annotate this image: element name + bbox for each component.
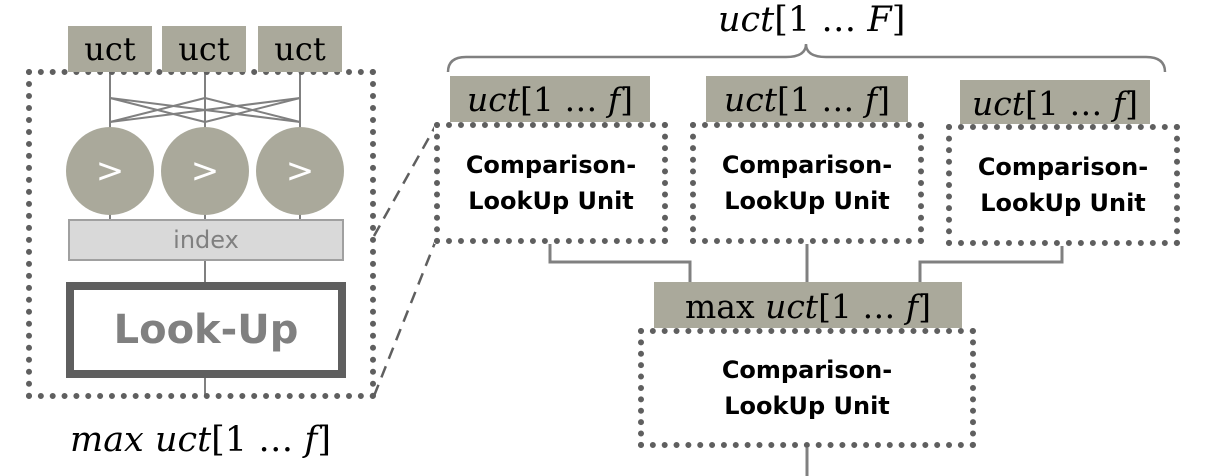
left-output-end-var: f xyxy=(304,420,318,460)
unit-input-1-close: ] xyxy=(620,80,633,119)
unit-input-2-close: ] xyxy=(877,80,890,119)
unit-input-1-var: uct xyxy=(467,80,521,119)
unit-2-line1: Comparison- xyxy=(721,151,893,179)
input-tag-1-text: uct xyxy=(84,30,136,68)
merge-tag-prefix: max xyxy=(684,286,755,326)
comparator-1: > xyxy=(66,127,154,215)
comparator-1-symbol: > xyxy=(95,151,125,191)
unit-input-2-end-var: f xyxy=(864,80,878,119)
merge-tag-var: uct xyxy=(765,286,819,326)
input-tag-2: uct xyxy=(162,26,246,72)
comparator-2-symbol: > xyxy=(190,151,220,191)
unit-input-3-close: ] xyxy=(1125,84,1138,123)
input-tag-2-text: uct xyxy=(178,30,230,68)
input-tag-1: uct xyxy=(68,26,152,72)
unit-2-line2: LookUp Unit xyxy=(724,187,890,215)
input-tag-3-text: uct xyxy=(274,30,326,68)
unit-input-2-range: [1 … xyxy=(777,80,865,119)
comparison-lookup-unit-2: Comparison- LookUp Unit xyxy=(690,122,924,244)
unit-input-tag-1: uct[1 … f] xyxy=(450,76,650,123)
unit-input-tag-3: uct[1 … f] xyxy=(960,80,1150,127)
top-bracket-close: ] xyxy=(891,0,906,40)
zoomed-unit-box xyxy=(26,69,376,399)
unit-3-line2: LookUp Unit xyxy=(980,189,1146,217)
final-unit-line2: LookUp Unit xyxy=(724,392,890,420)
top-bracket-var: uct xyxy=(718,0,775,40)
left-output-label: max uct[1 … f] xyxy=(70,423,331,458)
unit-input-1-end-var: f xyxy=(607,80,621,119)
merge-tag-close: ] xyxy=(918,286,932,326)
unit-1-line2: LookUp Unit xyxy=(468,187,634,215)
lookup-label: Look-Up xyxy=(113,307,299,353)
left-output-var: uct xyxy=(154,420,212,460)
index-bar: index xyxy=(68,219,344,261)
comparator-3: > xyxy=(256,127,344,215)
top-bracket-end-var: F xyxy=(867,0,892,40)
merge-tag-end-var: f xyxy=(905,286,919,326)
comparator-2: > xyxy=(161,127,249,215)
zoom-dashed-lines xyxy=(372,124,438,397)
unit-3-line1: Comparison- xyxy=(977,153,1149,181)
unit-input-3-range: [1 … xyxy=(1025,84,1113,123)
comparison-lookup-unit-1: Comparison- LookUp Unit xyxy=(434,122,668,244)
final-unit-line1: Comparison- xyxy=(721,356,893,384)
top-bracket-label: uct[1 … F] xyxy=(718,3,905,38)
left-output-prefix: max xyxy=(70,420,144,460)
unit-1-line1: Comparison- xyxy=(465,151,637,179)
unit-input-3-end-var: f xyxy=(1112,84,1126,123)
index-label: index xyxy=(173,226,239,254)
unit-input-tag-2: uct[1 … f] xyxy=(706,76,908,123)
comparator-3-symbol: > xyxy=(285,151,315,191)
merge-lines xyxy=(548,243,1064,476)
lookup-box: Look-Up xyxy=(66,282,346,378)
left-output-close: ] xyxy=(317,420,331,460)
top-curly-bracket xyxy=(446,43,1167,73)
top-bracket-range: [1 … xyxy=(774,0,868,40)
input-tag-3: uct xyxy=(258,26,342,72)
merge-tag-range: [1 … xyxy=(818,286,906,326)
unit-input-1-range: [1 … xyxy=(520,80,608,119)
unit-input-3-var: uct xyxy=(972,84,1026,123)
final-comparison-lookup-unit: Comparison- LookUp Unit xyxy=(638,328,976,448)
left-output-range: [1 … xyxy=(211,420,305,460)
merge-tag: max uct[1 … f] xyxy=(654,282,962,330)
comparison-lookup-unit-3: Comparison- LookUp Unit xyxy=(946,124,1180,246)
unit-input-2-var: uct xyxy=(724,80,778,119)
